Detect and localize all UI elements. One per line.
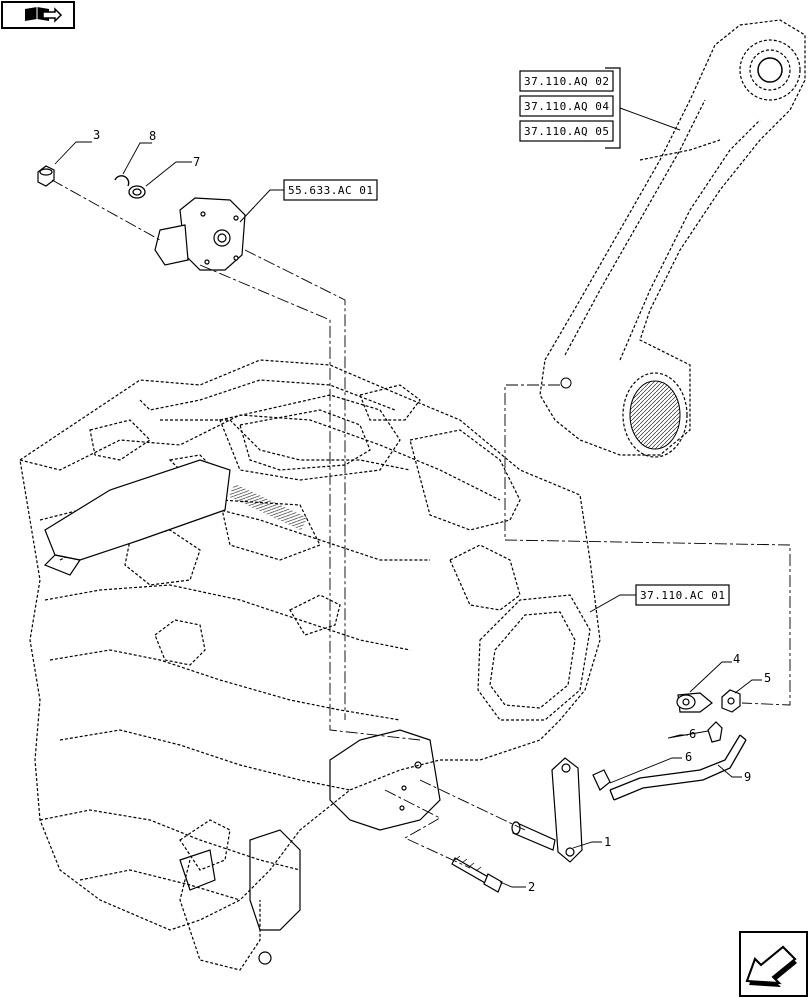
ref-label-housing[interactable]: 37.110.AC 01: [640, 589, 725, 602]
reference-sensor[interactable]: 55.633.AC 01: [239, 179, 378, 223]
ref-label-sensor[interactable]: 55.633.AC 01: [288, 184, 373, 197]
callout-2: 2: [528, 880, 535, 894]
callout-4: 4: [733, 652, 740, 666]
lift-arm-eye: [757, 57, 783, 83]
rod-part-9: [609, 734, 747, 801]
callout-6-upper: 6: [689, 727, 696, 741]
nut-part-3: [37, 165, 55, 187]
nut-part-5: [721, 689, 741, 713]
support-bracket: [179, 729, 441, 965]
callout-9: 9: [744, 770, 751, 784]
ref-label-aq05[interactable]: 37.110.AQ 05: [524, 125, 609, 138]
callout-1: 1: [604, 835, 611, 849]
lever-part-1: [511, 757, 583, 863]
bolt-part-2: [451, 855, 503, 893]
callout-6-lower: 6: [685, 750, 692, 764]
washer-part-7: [128, 185, 146, 199]
next-page-button[interactable]: [739, 931, 808, 997]
lift-arm: [539, 19, 806, 458]
ref-label-aq04[interactable]: 37.110.AQ 04: [524, 100, 609, 113]
callout-3: 3: [93, 128, 100, 142]
rear-axle-housing: [19, 359, 601, 971]
stamped-marking: [228, 483, 308, 531]
lift-arm-spline: [629, 380, 681, 450]
previous-page-button[interactable]: [1, 1, 75, 29]
cover-plate: [43, 459, 231, 576]
position-sensor: [154, 197, 246, 271]
callout-7: 7: [193, 155, 200, 169]
reference-group-upper[interactable]: 37.110.AQ 02 37.110.AQ 04 37.110.AQ 05: [519, 67, 681, 149]
reference-housing[interactable]: 37.110.AC 01: [589, 584, 730, 613]
callout-5: 5: [764, 671, 771, 685]
circlip-part-8: [114, 175, 130, 187]
clip-parts-6: [592, 721, 723, 791]
book-arrow-icon: [25, 7, 63, 23]
clevis-part-4: [676, 692, 713, 713]
ref-label-aq02[interactable]: 37.110.AQ 02: [524, 75, 609, 88]
callout-8: 8: [149, 129, 156, 143]
arrow-down-left-icon: [745, 945, 797, 987]
assembly-lines: [51, 179, 791, 869]
